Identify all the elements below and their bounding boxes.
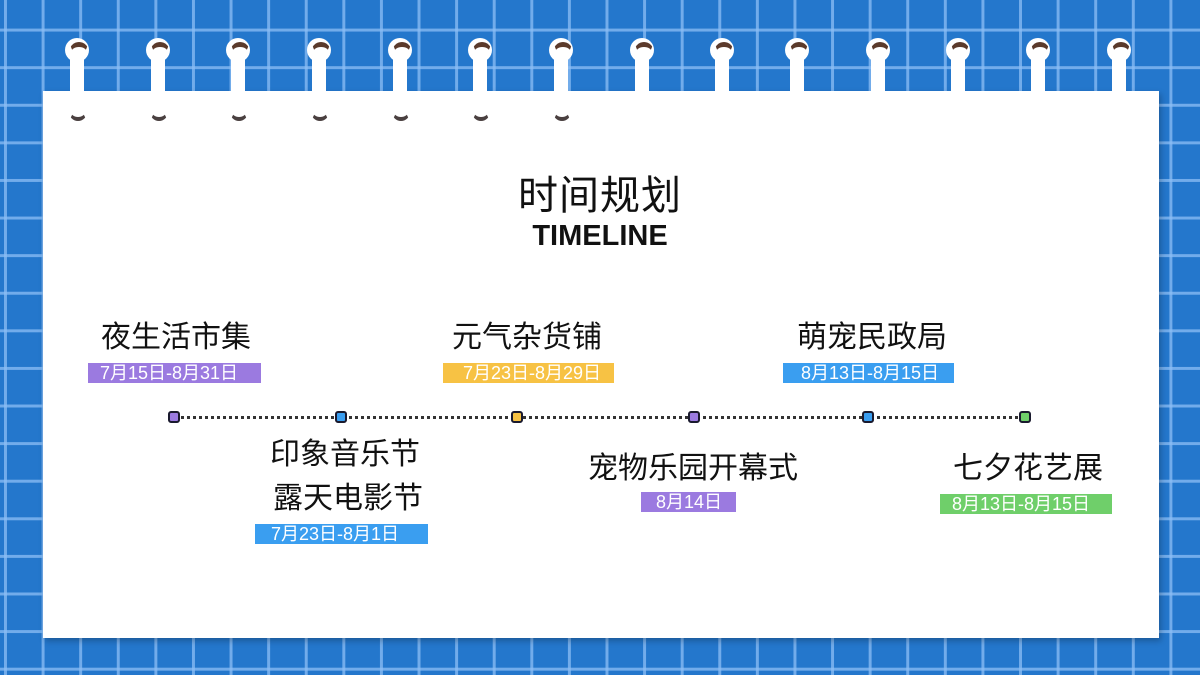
timeline-node-4 [688,411,700,423]
timeline-node-5 [862,411,874,423]
timeline-dotted-line [176,416,1024,419]
page-title: 时间规划 [518,173,682,219]
binder-ring-icon [549,38,575,92]
event-date-badge: 7月23日-8月1日 [255,524,428,544]
binder-ring-icon [1026,38,1052,92]
binder-ring-icon [226,38,252,92]
event-name: 萌宠民政局 [797,320,947,355]
binder-ring-icon [146,38,172,92]
binder-ring-icon [388,38,414,92]
event-date-badge: 8月14日 [641,492,736,512]
event-name-line2: 露天电影节 [273,481,423,516]
page-subtitle: TIMELINE [532,220,668,252]
binder-hook-icon [230,103,248,121]
timeline-node-2 [335,411,347,423]
timeline-node-3 [511,411,523,423]
binder-hook-icon [392,103,410,121]
binder-ring-icon [65,38,91,92]
event-date-badge: 8月13日-8月15日 [783,363,954,383]
binder-hook-icon [69,103,87,121]
event-date-badge: 8月13日-8月15日 [940,494,1112,514]
binder-ring-icon [468,38,494,92]
timeline-node-1 [168,411,180,423]
binder-ring-icon [785,38,811,92]
event-name: 夜生活市集 [101,320,251,355]
event-name: 七夕花艺展 [953,451,1103,486]
binder-ring-icon [710,38,736,92]
binder-ring-icon [307,38,333,92]
binder-ring-icon [1107,38,1133,92]
binder-hook-icon [150,103,168,121]
event-name: 宠物乐园开幕式 [588,451,798,486]
event-name: 印象音乐节 [270,437,420,472]
binder-hook-icon [472,103,490,121]
event-name: 元气杂货铺 [452,320,602,355]
binder-ring-icon [630,38,656,92]
event-date-badge: 7月23日-8月29日 [443,363,614,383]
binder-ring-icon [866,38,892,92]
binder-hook-icon [311,103,329,121]
binder-ring-icon [946,38,972,92]
event-date-badge: 7月15日-8月31日 [88,363,261,383]
timeline-node-6 [1019,411,1031,423]
binder-hook-icon [553,103,571,121]
